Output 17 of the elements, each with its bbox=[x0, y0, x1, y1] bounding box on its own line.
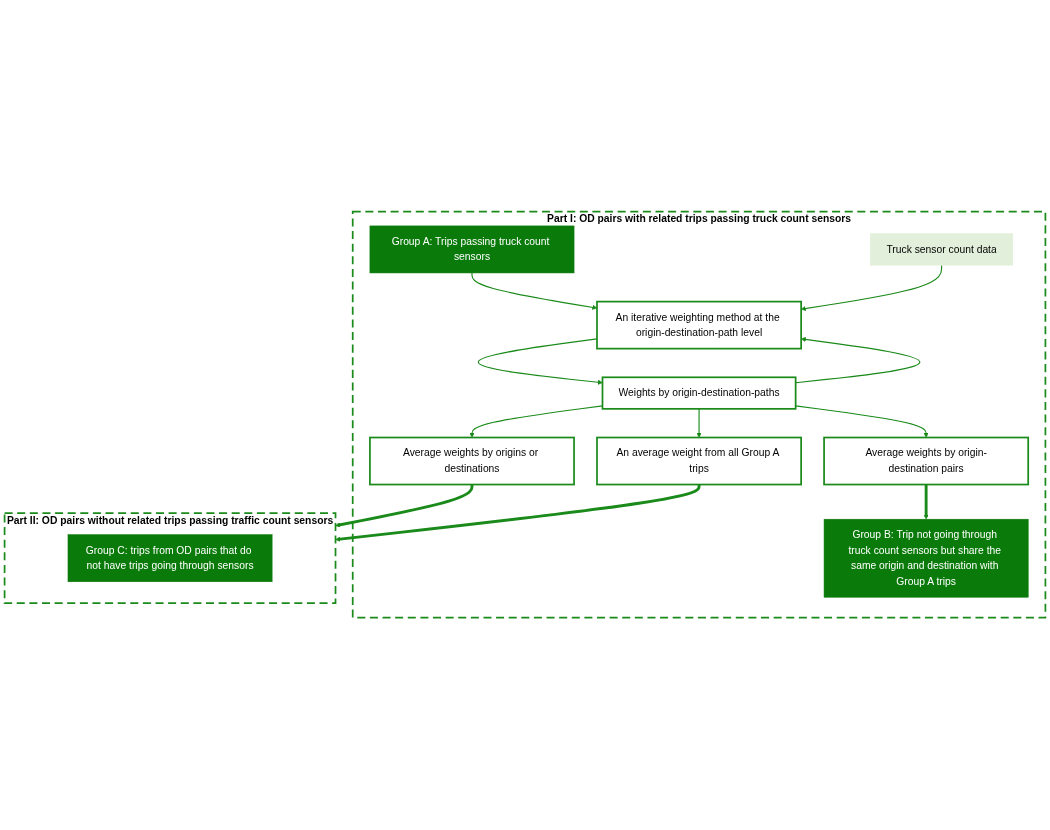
arrow bbox=[923, 484, 929, 520]
node-box: An average weight from all Group A trips bbox=[596, 437, 802, 486]
arrow bbox=[335, 484, 474, 528]
arrow bbox=[795, 405, 929, 439]
node-box: Average weights by origins or destinations bbox=[369, 437, 575, 486]
arrow bbox=[795, 337, 921, 384]
node-box: Truck sensor count data bbox=[870, 233, 1014, 266]
node-box: Group C: trips from OD pairs that do not have trips going through sensors bbox=[67, 534, 273, 583]
arrow bbox=[335, 484, 701, 543]
arrow bbox=[477, 338, 603, 386]
arrow bbox=[471, 272, 598, 311]
node-box: Average weights by origin-destination pairs bbox=[823, 437, 1030, 486]
arrow bbox=[696, 408, 702, 439]
node-box: Group A: Trips passing truck count sensors bbox=[369, 226, 575, 274]
node-box: Weights by origin-destination-paths bbox=[601, 376, 797, 411]
node-box: Group B: Trip not going through truck count sensors but share the same origin and destination with Group A trips bbox=[823, 519, 1029, 598]
node-box: An iterative weighting method at the origin-destination-path level bbox=[596, 301, 802, 350]
